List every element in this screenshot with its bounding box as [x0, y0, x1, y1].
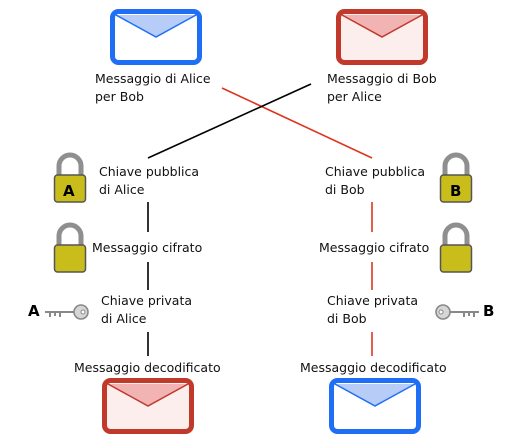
- bob-message-label: Messaggio di Bob per Alice: [327, 71, 437, 104]
- envelope-icon: [329, 378, 421, 434]
- bob-private-key-label: Chiave privata di Bob: [327, 293, 419, 326]
- padlock-icon: [53, 152, 87, 203]
- key-icon: [435, 304, 479, 320]
- envelope-icon: [102, 378, 194, 434]
- right-decrypted-label: Messaggio decodificato: [300, 360, 447, 375]
- crossing-line-bob-to-alice: [147, 83, 312, 159]
- left-encrypted-label: Messaggio cifrato: [92, 240, 203, 255]
- padlock-icon: [53, 222, 87, 273]
- padlock-icon: [439, 152, 473, 203]
- left-decrypted-label: Messaggio decodificato: [74, 360, 221, 375]
- key-letter-a: A: [28, 302, 40, 320]
- lock-letter-a: A: [63, 182, 75, 200]
- lock-letter-b: B: [450, 182, 462, 200]
- envelope-icon: [110, 9, 202, 65]
- padlock-icon: [439, 222, 473, 273]
- bob-public-key-label: Chiave pubblica di Bob: [325, 164, 426, 197]
- right-encrypted-label: Messaggio cifrato: [319, 240, 430, 255]
- key-letter-b: B: [483, 302, 495, 320]
- envelope-icon: [336, 9, 428, 65]
- alice-private-key-label: Chiave privata di Alice: [101, 293, 193, 326]
- key-icon: [45, 304, 89, 320]
- alice-public-key-label: Chiave pubblica di Alice: [99, 164, 200, 197]
- crossing-line-alice-to-bob: [221, 87, 373, 159]
- alice-message-label: Messaggio di Alice per Bob: [95, 71, 211, 104]
